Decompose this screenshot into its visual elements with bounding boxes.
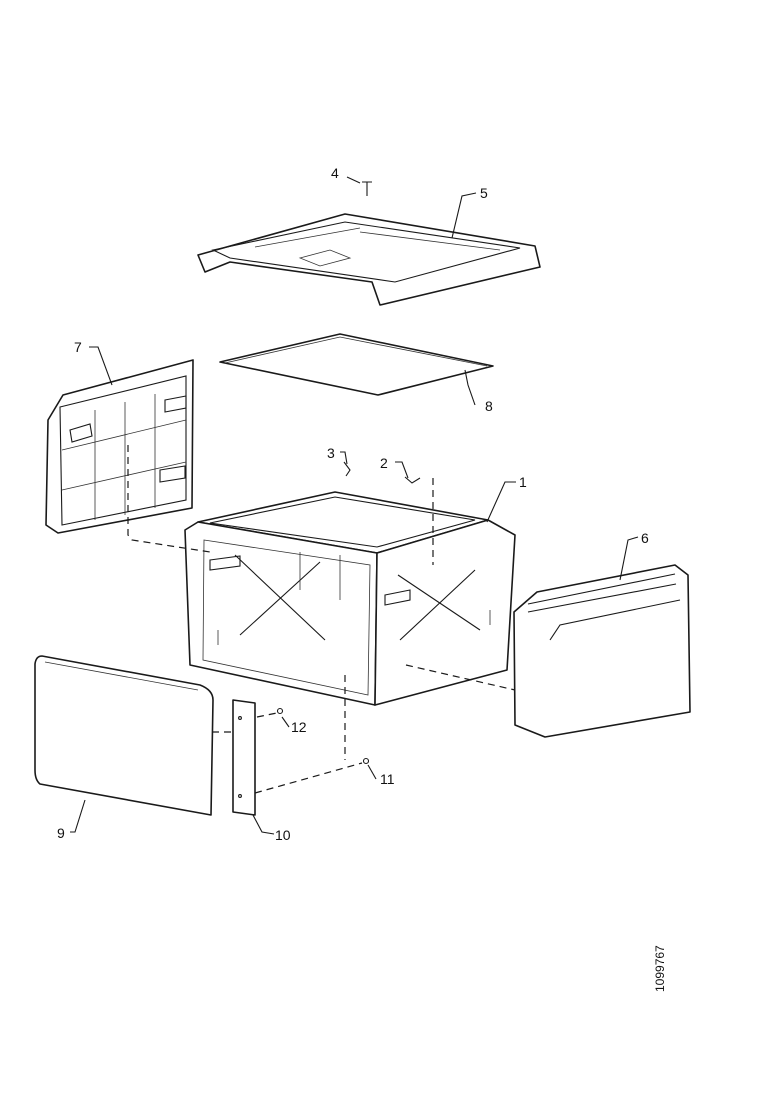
part-10-strip	[232, 699, 256, 816]
part-11-screw	[362, 757, 370, 765]
callout-4: 4	[331, 165, 339, 181]
callout-labels: 1 2 3 4 5 6 7 8 9 10 11 12	[57, 165, 649, 843]
callout-1: 1	[519, 474, 527, 490]
callout-3: 3	[327, 445, 335, 461]
callout-2: 2	[380, 455, 388, 471]
part-12-screw	[276, 707, 284, 715]
part-3-clip	[343, 461, 351, 477]
leader-lines	[70, 176, 639, 835]
callout-10: 10	[275, 827, 291, 843]
assembly-lines	[127, 445, 516, 794]
part-5-top-cover	[197, 213, 541, 306]
part-2-clip	[404, 476, 421, 484]
callout-6: 6	[641, 530, 649, 546]
part-9-front-panel	[34, 655, 214, 816]
part-4-screw	[362, 181, 372, 196]
callout-9: 9	[57, 825, 65, 841]
part-8-panel-sheet	[219, 333, 494, 396]
callout-8: 8	[485, 398, 493, 414]
callout-12: 12	[291, 719, 307, 735]
part-7-side-panel-left	[45, 359, 194, 534]
part-6-side-panel-right	[513, 564, 691, 738]
document-id: 1099767	[653, 945, 667, 992]
callout-7: 7	[74, 339, 82, 355]
callout-5: 5	[480, 185, 488, 201]
callout-11: 11	[380, 771, 395, 787]
part-1-cabinet-frame	[184, 491, 516, 706]
